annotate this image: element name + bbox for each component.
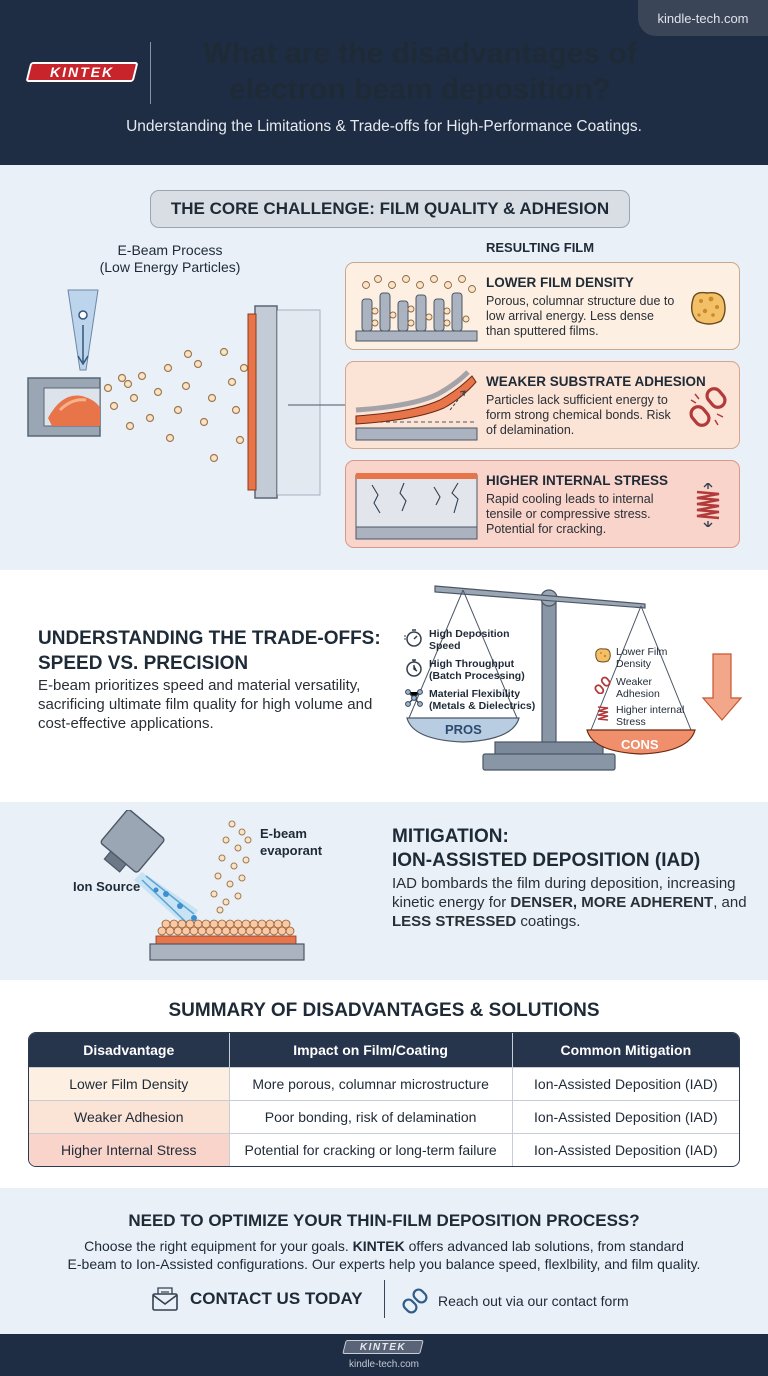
broken-chain-icon [689,387,727,427]
card-lower-density: LOWER FILM DENSITY Porous, columnar stru… [345,262,740,350]
table-cell: Weaker Adhesion [29,1100,229,1133]
cta-heading: NEED TO OPTIMIZE YOUR THIN-FILM DEPOSITI… [128,1211,640,1230]
sponge-icon [690,291,726,325]
table-cell: Lower Film Density [29,1067,229,1100]
ebeam-process-illustration [27,289,345,499]
table-cell: Higher Internal Stress [29,1133,229,1166]
pro-material-flexibility: Material Flexibility(Metals & Dielectric… [404,688,544,712]
table-header: Impact on Film/Coating [228,1033,512,1067]
footer-site[interactable]: kindle-tech.com [348,1359,420,1370]
result-label: RESULTING FILM [486,240,595,255]
contact-us-button[interactable]: CONTACT US TODAY [150,1284,363,1314]
table-cell: Poor bonding, risk of delamination [228,1100,512,1133]
contact-form-label: Reach out via our contact form [438,1293,629,1309]
link-icon [402,1288,428,1314]
tradeoffs-heading: UNDERSTANDING THE TRADE-OFFS: SPEED VS. … [38,628,381,674]
table-cell: Ion-Assisted Deposition (IAD) [511,1100,739,1133]
cta-text: Choose the right equipment for your goal… [67,1238,701,1272]
footer-logo: KINTEK [342,1340,424,1354]
table-header: Common Mitigation [511,1033,739,1067]
timer-icon [406,659,422,677]
cta-divider [384,1280,385,1318]
contact-form-link[interactable]: Reach out via our contact form [402,1288,629,1314]
process-label: E-Beam Process (Low Energy Particles) [99,242,241,275]
table-cell: Potential for cracking or long-term fail… [228,1133,512,1166]
table-cell: Ion-Assisted Deposition (IAD) [511,1067,739,1100]
table-cell: More porous, columnar microstructure [228,1067,512,1100]
envelope-icon [152,1287,178,1311]
sponge-icon [595,648,611,663]
table-row: Higher Internal Stress Potential for cra… [29,1133,739,1166]
pro-throughput: High Throughput(Batch Processing) [404,658,544,682]
summary-title: SUMMARY OF DISADVANTAGES & SOLUTIONS [168,1000,600,1021]
table-row: Lower Film Density More porous, columnar… [29,1067,739,1100]
spring-icon [696,483,720,527]
card-internal-stress: HIGHER INTERNAL STRESS Rapid cooling lea… [345,460,740,548]
table-header-row: Disadvantage Impact on Film/Coating Comm… [29,1033,739,1067]
cons-label: CONS [621,737,659,752]
delamination-illustration [355,370,478,441]
card-weaker-adhesion: WEAKER SUBSTRATE ADHESION Particles lack… [345,361,740,449]
pros-label: PROS [445,722,482,737]
table-cell: Ion-Assisted Deposition (IAD) [511,1133,739,1166]
ion-source-label: Ion Source [73,879,141,894]
table-header: Disadvantage [29,1033,229,1067]
contact-us-label: CONTACT US TODAY [190,1289,363,1308]
iad-illustration [100,810,305,961]
page-subtitle: Understanding the Limitations & Trade-of… [126,118,642,135]
stopwatch-icon [404,629,422,647]
core-challenge-pill: THE CORE CHALLENGE: FILM QUALITY & ADHES… [150,190,630,228]
evaporant-label: E-beam evaporant [260,826,323,858]
molecule-icon [405,689,423,707]
mitigation-heading: MITIGATION: ION-ASSISTED DEPOSITION (IAD… [392,826,701,871]
spring-icon [597,706,609,721]
page-title: What are the disadvantages of electron b… [203,37,637,106]
broken-chain-icon [594,676,611,694]
tradeoffs-text: E-beam prioritizes speed and material ve… [38,677,373,732]
balance-scale-illustration [406,585,743,771]
kintek-logo: KINTEK [25,62,139,82]
mitigation-text: IAD bombards the film during deposition,… [392,875,747,930]
summary-table: Disadvantage Impact on Film/Coating Comm… [28,1032,740,1167]
cracked-film-illustration [355,473,478,540]
porous-film-illustration [355,275,478,342]
site-url[interactable]: kindle-tech.com [638,0,768,36]
table-row: Weaker Adhesion Poor bonding, risk of de… [29,1100,739,1133]
header-divider [150,42,151,104]
